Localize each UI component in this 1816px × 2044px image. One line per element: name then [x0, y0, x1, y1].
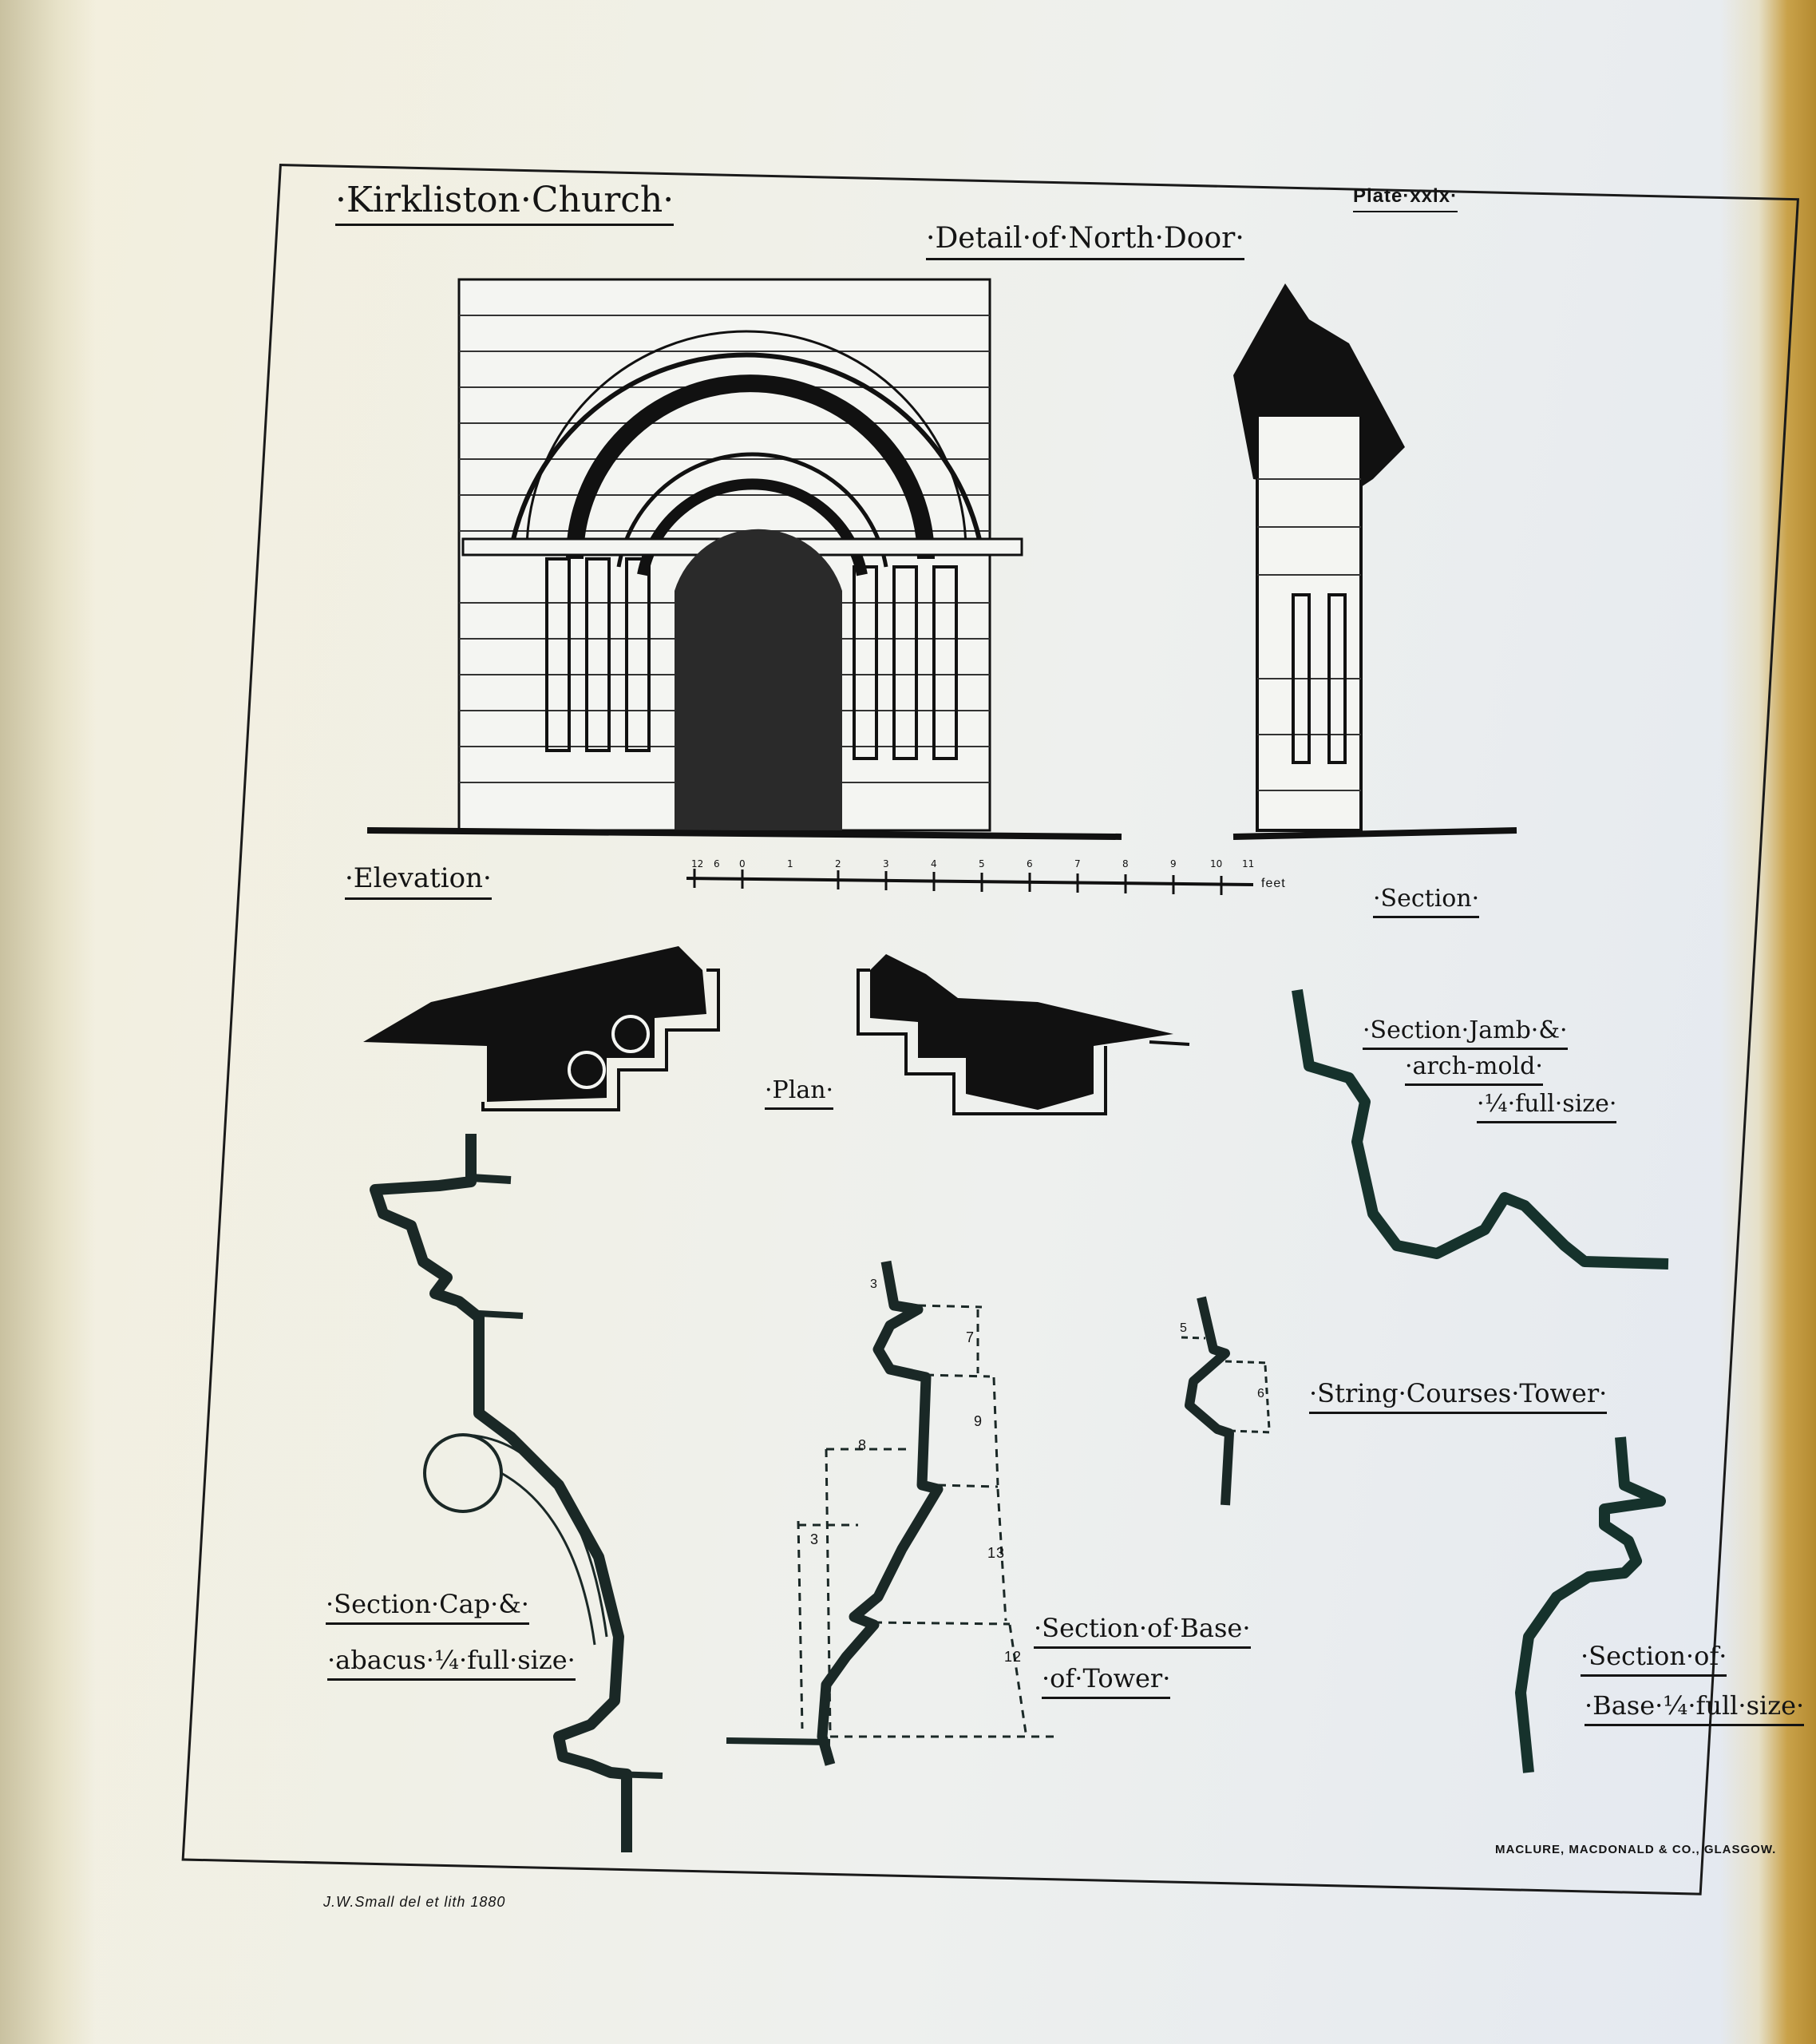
profile-base-tower	[726, 1260, 1054, 1766]
label-string-courses: ·String·Courses·Tower·	[1309, 1378, 1608, 1414]
label-section-of: ·Section·of·	[1581, 1641, 1727, 1677]
scale-num: 5	[979, 858, 985, 869]
dimension-label: 3	[810, 1531, 820, 1547]
scale-numbers: 12 6 0 1 2 3 4 5 6 7 8 9 10 11	[691, 858, 1266, 882]
dimension-label: 9	[974, 1413, 983, 1429]
profile-cap-abacus	[370, 1134, 663, 1852]
profile-jamb	[1292, 988, 1669, 1270]
book-edge	[1720, 0, 1816, 2044]
label-of-tower: ·of·Tower·	[1042, 1663, 1171, 1699]
scale-num: 11	[1242, 858, 1255, 869]
plan-right	[857, 954, 1190, 1115]
label-section: ·Section·	[1373, 885, 1480, 918]
plate-title: ·Kirkliston·Church·	[335, 180, 675, 226]
dimension-label: 3	[870, 1278, 878, 1291]
artist-signature: J.W.Small del et lith 1880	[323, 1894, 506, 1910]
scale-num: 9	[1170, 858, 1177, 869]
scale-num: 2	[835, 858, 841, 869]
scale-num: 6	[1027, 858, 1033, 869]
label-quarter-full-size: ·¼·full·size·	[1477, 1090, 1617, 1123]
plan-left	[363, 946, 720, 1111]
dimension-label: 7	[966, 1329, 975, 1345]
scale-num: 10	[1210, 858, 1223, 869]
scale-num: 4	[931, 858, 937, 869]
dimension-label: 8	[858, 1437, 868, 1453]
dimension-label: 13	[987, 1545, 1006, 1561]
book-gutter	[0, 0, 96, 2044]
scale-num: 12	[691, 858, 704, 869]
label-arch-mold: ·arch-mold·	[1405, 1052, 1543, 1086]
label-plan: ·Plan·	[765, 1076, 834, 1110]
section-drawing	[1232, 283, 1517, 840]
scale-num: 7	[1074, 858, 1081, 869]
scale-bar	[686, 869, 1254, 895]
label-abacus: ·abacus·¼·full·size·	[327, 1645, 576, 1681]
scale-num: 0	[739, 858, 746, 869]
label-section-jamb: ·Section·Jamb·&·	[1363, 1016, 1568, 1050]
scale-num: 3	[883, 858, 889, 869]
label-section-cap: ·Section·Cap·&·	[326, 1589, 529, 1625]
plate-subtitle: ·Detail·of·North·Door·	[926, 222, 1244, 260]
plate-number: Plate·xxix·	[1353, 185, 1458, 212]
elevation-drawing	[366, 278, 1122, 840]
scale-num: 1	[787, 858, 793, 869]
scale-num: 6	[714, 858, 720, 869]
dimension-label: 12	[1004, 1649, 1023, 1665]
scale-unit: feet	[1261, 877, 1286, 890]
label-base-full-size: ·Base·¼·full·size·	[1585, 1690, 1805, 1726]
scale-num: 8	[1122, 858, 1129, 869]
dimension-label: 6	[1257, 1387, 1265, 1400]
dimension-label: 5	[1180, 1321, 1188, 1335]
label-elevation: ·Elevation·	[345, 862, 492, 900]
profile-base-right	[1515, 1436, 1666, 1773]
label-section-base-tower: ·Section·of·Base·	[1034, 1613, 1251, 1649]
publisher-imprint: MACLURE, MACDONALD & CO., GLASGOW.	[1495, 1843, 1777, 1856]
profile-string-courses	[1181, 1296, 1274, 1506]
